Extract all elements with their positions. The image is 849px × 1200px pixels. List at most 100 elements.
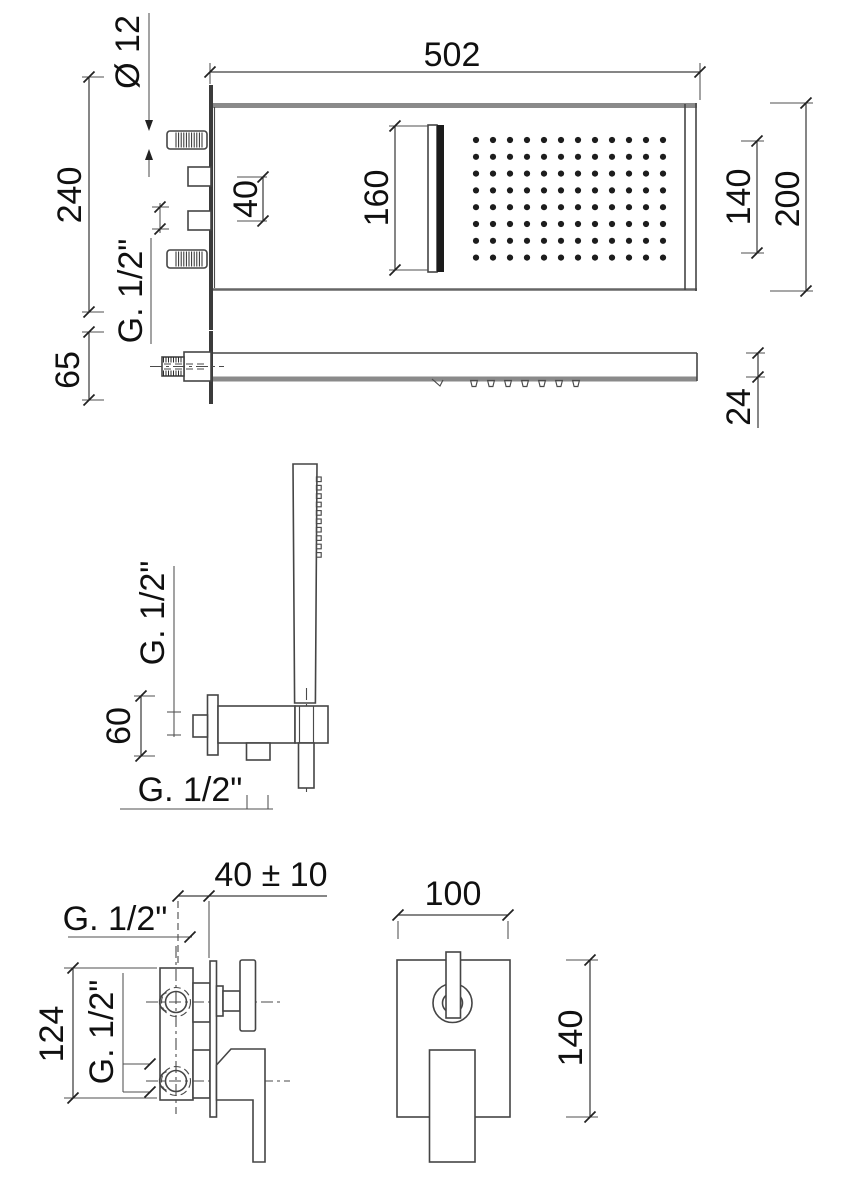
spray-hole — [591, 254, 599, 261]
dim-tick — [583, 1110, 597, 1124]
side-nozzle — [469, 379, 479, 388]
dim-tick — [143, 1085, 157, 1099]
dim-tick — [388, 263, 402, 277]
hand-shower-holder — [294, 705, 329, 744]
dim-tick — [82, 70, 96, 84]
spray-hole — [642, 237, 650, 244]
outlet-body — [217, 705, 296, 744]
spray-hole — [540, 204, 548, 211]
spray-hole — [489, 254, 497, 261]
mounting-block-upper — [187, 166, 212, 187]
spray-hole — [608, 136, 616, 144]
dim-tick — [82, 305, 96, 319]
wand-nozzle — [315, 535, 322, 541]
wand-nozzle-bumps — [315, 476, 322, 558]
spray-hole — [591, 170, 599, 177]
spray-hole — [642, 136, 650, 144]
water-inlet-stud-threads — [175, 251, 203, 267]
wand-nozzle — [315, 526, 322, 533]
spray-hole — [625, 254, 633, 261]
wand-nozzle — [315, 518, 322, 525]
spray-hole — [557, 237, 565, 244]
mounting-block-lower — [187, 210, 212, 231]
spray-hole — [489, 136, 497, 144]
spray-hole — [557, 170, 565, 177]
spray-hole — [557, 187, 565, 194]
spray-hole — [472, 170, 480, 177]
mixer-lever-side — [215, 1048, 266, 1163]
spray-hole — [506, 136, 514, 144]
spray-hole — [540, 153, 548, 160]
dim-wall-offset-65: 65 — [49, 331, 104, 401]
spray-hole — [574, 170, 582, 177]
spray-hole — [659, 237, 667, 244]
dim-240-label: 240 — [51, 167, 89, 224]
dim-panel-width: 502 — [209, 36, 701, 100]
dim-stud-diameter-label: Ø 12 — [109, 15, 147, 89]
side-nozzle — [554, 379, 564, 388]
spray-hole — [625, 204, 633, 211]
spray-hole — [472, 153, 480, 160]
dimension-tick-marks — [66, 65, 813, 1124]
diverter-flange — [215, 985, 224, 1017]
dim-tick — [153, 200, 167, 214]
side-nozzle — [537, 379, 547, 388]
spray-hole — [574, 204, 582, 211]
spray-hole — [659, 153, 667, 160]
spray-hole — [523, 204, 531, 211]
spray-hole — [557, 136, 565, 144]
dim-stud-offset-240: 240 — [51, 76, 104, 313]
label-mixer-top-thread-text: G. 1/2" — [63, 900, 168, 938]
spray-hole-grid — [472, 136, 667, 261]
spray-hole — [540, 187, 548, 194]
spray-hole — [642, 170, 650, 177]
spray-hole — [557, 204, 565, 211]
spray-hole — [506, 187, 514, 194]
dim-spray-height-140: 140 — [720, 140, 764, 254]
spray-hole — [489, 204, 497, 211]
waterfall-slot-frame — [427, 124, 438, 273]
spray-hole — [472, 187, 480, 194]
spray-hole — [591, 237, 599, 244]
dim-tick — [66, 961, 80, 975]
spray-hole — [540, 237, 548, 244]
spray-hole — [591, 204, 599, 211]
spray-hole — [506, 220, 514, 228]
side-inlet-threads — [163, 357, 182, 376]
diverter-stem — [222, 990, 241, 1012]
dim-tick — [751, 346, 765, 360]
mixer-escutcheon-edge — [209, 960, 218, 1118]
view-mixer-front: 100 140 — [396, 875, 598, 1163]
spray-hole — [506, 170, 514, 177]
spray-hole — [540, 220, 548, 228]
spray-hole — [625, 136, 633, 144]
wand-nozzle — [315, 493, 322, 499]
spray-hole — [506, 254, 514, 261]
spray-hole — [625, 170, 633, 177]
dim-160-label: 160 — [358, 170, 396, 227]
wand-nozzle — [315, 484, 322, 491]
outlet-wall-plate — [206, 694, 219, 756]
wand-nozzle — [315, 501, 322, 508]
dim-124-label: 124 — [33, 1006, 71, 1063]
hose-outlet-port — [245, 742, 271, 761]
view-panel-side: 65 24 — [49, 331, 765, 428]
spray-hole — [608, 204, 616, 211]
spray-hole — [523, 237, 531, 244]
label-mixer-top-thread: G. 1/2" — [63, 900, 192, 938]
dim-tick — [82, 325, 96, 339]
hose-connector — [297, 742, 315, 789]
upper-port-fitting — [158, 991, 167, 1013]
dim-140-front-label: 140 — [552, 1010, 590, 1067]
side-nozzle-row — [469, 379, 581, 388]
spray-hole — [642, 254, 650, 261]
label-outlet-thread: G. 1/2" — [120, 771, 273, 810]
spray-hole — [472, 220, 480, 228]
spray-hole — [659, 220, 667, 228]
waterfall-slot — [437, 125, 444, 272]
spray-hole — [472, 254, 480, 261]
spray-hole — [489, 237, 497, 244]
spray-hole — [659, 254, 667, 261]
dim-tick — [693, 65, 707, 79]
